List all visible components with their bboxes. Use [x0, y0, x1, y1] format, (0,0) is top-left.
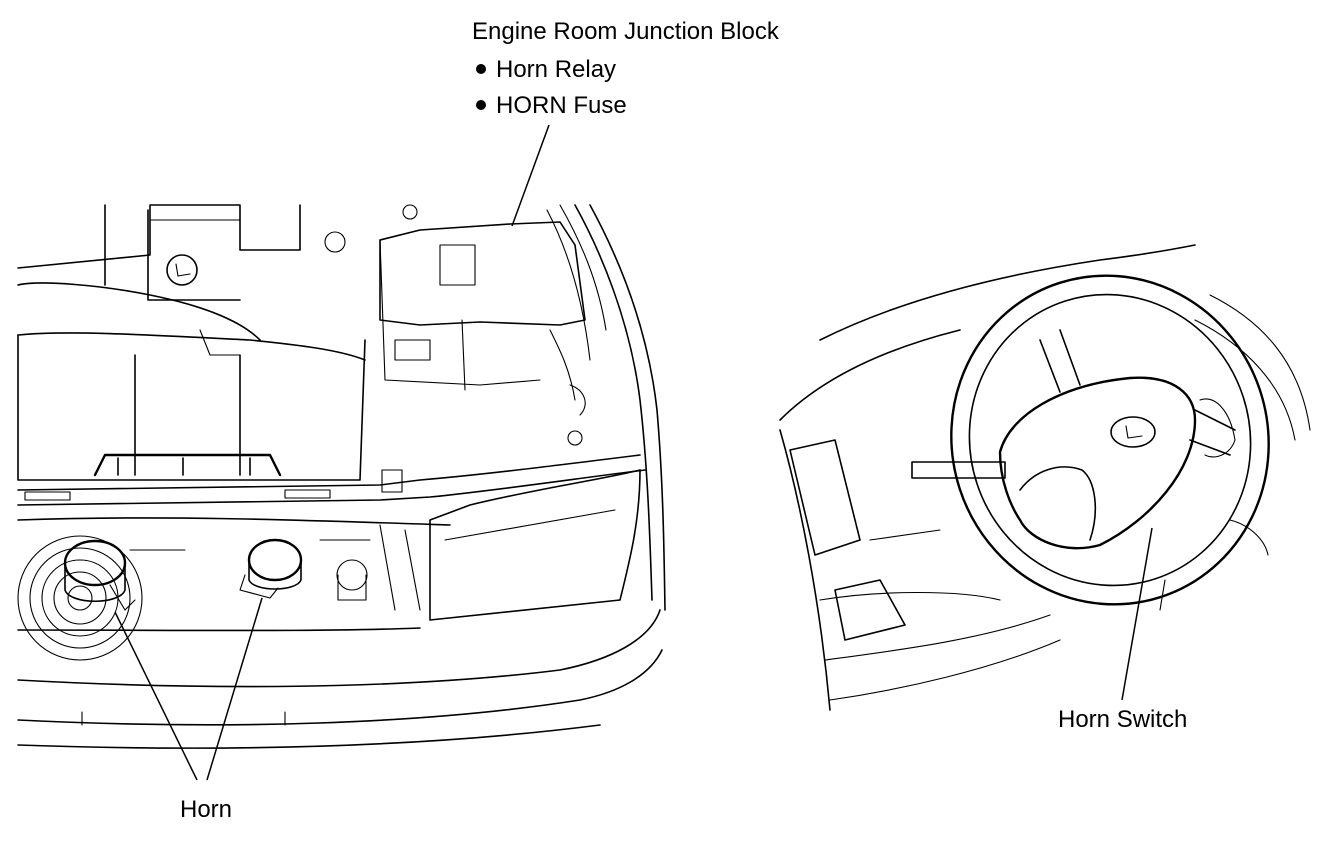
label-horn-relay: Horn Relay — [472, 56, 616, 84]
bullet-icon — [476, 64, 486, 75]
leader-horn-left — [114, 611, 198, 781]
label-horn-fuse: HORN Fuse — [472, 92, 627, 120]
leader-horn-switch — [1121, 527, 1153, 701]
horn-right — [239, 538, 303, 599]
label-horn-relay-text: Horn Relay — [496, 56, 617, 83]
steering-wheel-rim — [950, 274, 1270, 606]
leader-junction-block — [511, 124, 550, 227]
label-horn-fuse-text: HORN Fuse — [496, 92, 627, 119]
steering-wheel-drawing — [779, 244, 1311, 711]
bullet-icon — [476, 100, 486, 111]
engine-bay-drawing — [17, 204, 666, 749]
label-horn: Horn — [180, 796, 233, 823]
lexus-emblem-engine — [166, 254, 198, 286]
leader-horn-right — [206, 597, 263, 781]
label-junction-block: Engine Room Junction Block — [472, 18, 779, 45]
horn-switch-pad — [998, 376, 1197, 550]
horn-left — [63, 539, 136, 611]
lexus-emblem-wheel — [1110, 416, 1156, 448]
junction-block-outline — [379, 221, 586, 326]
label-horn-switch: Horn Switch — [1058, 706, 1188, 733]
